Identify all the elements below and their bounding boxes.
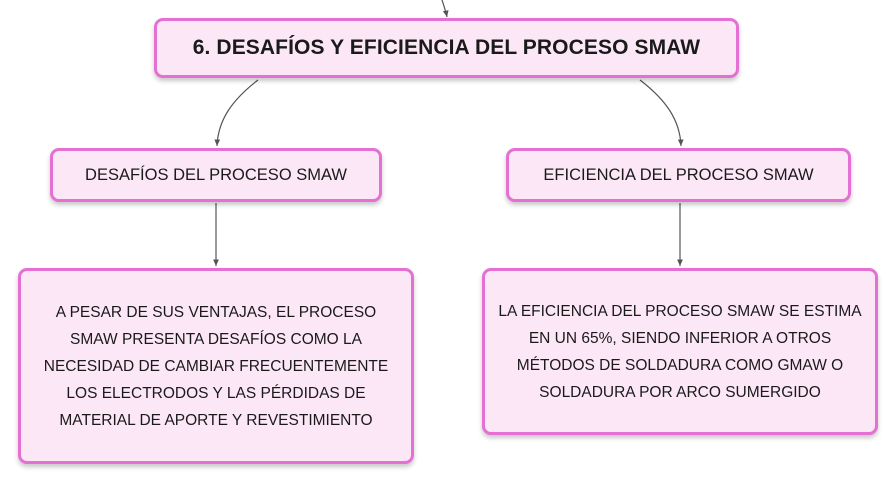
- connector-incoming: [441, 0, 449, 18]
- connector-root-to-right: [639, 79, 684, 147]
- root-node-label: 6. DESAFÍOS Y EFICIENCIA DEL PROCESO SMA…: [192, 36, 701, 59]
- detail-node-eficiencia-text: LA EFICIENCIA DEL PROCESO SMAW SE ESTIMA…: [498, 302, 862, 401]
- detail-node-desafios[interactable]: A PESAR DE SUS VENTAJAS, EL PROCESO SMAW…: [18, 268, 414, 464]
- branch-node-desafios-label: DESAFÍOS DEL PROCESO SMAW: [85, 165, 347, 184]
- detail-node-eficiencia[interactable]: LA EFICIENCIA DEL PROCESO SMAW SE ESTIMA…: [482, 268, 878, 435]
- branch-node-eficiencia-label: EFICIENCIA DEL PROCESO SMAW: [543, 165, 814, 184]
- connector-root-to-left: [214, 79, 259, 147]
- branch-node-eficiencia[interactable]: EFICIENCIA DEL PROCESO SMAW: [506, 148, 851, 202]
- detail-node-desafios-text: A PESAR DE SUS VENTAJAS, EL PROCESO SMAW…: [43, 303, 389, 429]
- root-node[interactable]: 6. DESAFÍOS Y EFICIENCIA DEL PROCESO SMA…: [154, 18, 739, 78]
- branch-node-desafios[interactable]: DESAFÍOS DEL PROCESO SMAW: [50, 148, 382, 202]
